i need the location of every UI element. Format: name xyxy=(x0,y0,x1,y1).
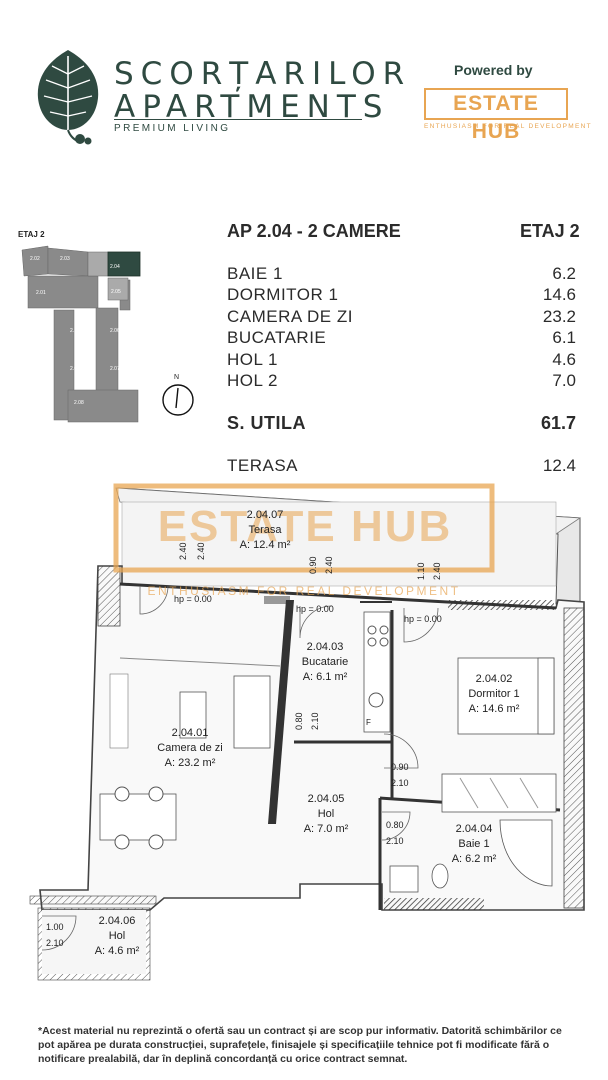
opening-height: 2.40 xyxy=(432,562,442,580)
room-code: 2.04.05 xyxy=(307,793,345,805)
room-code: 2.04.07 xyxy=(246,509,284,521)
room-name: CAMERA DE ZI xyxy=(227,307,353,326)
room-area: A: 23.2 m² xyxy=(164,757,216,769)
compass-icon xyxy=(162,384,194,416)
opening-height: 2.10 xyxy=(310,712,320,730)
floor-plan xyxy=(29,483,585,981)
room-name: Hol xyxy=(317,808,335,820)
room-area: 7.0 xyxy=(552,371,576,390)
room-bucatarie: 2.04.03 Bucatarie A: 6.1 m² xyxy=(294,640,356,685)
opening-width: 0.90 xyxy=(308,556,318,574)
room-code: 2.04.04 xyxy=(455,823,493,835)
compass-label: N xyxy=(174,374,180,381)
keyplan-unit: 2.02 xyxy=(30,256,40,262)
keyplan-map xyxy=(21,245,141,423)
keyplan-unit: 2.10 xyxy=(70,328,80,334)
estate-hub-tagline: ENTHUSIASM FOR REAL DEVELOPMENT xyxy=(424,123,592,130)
terrace-value: 12.4 xyxy=(542,456,576,475)
room-code: 2.04.03 xyxy=(306,641,344,653)
keyplan-unit: 2.03 xyxy=(60,256,70,262)
room-hol-2: 2.04.05 Hol A: 7.0 m² xyxy=(294,792,358,837)
opening-height: 2.10 xyxy=(391,778,409,788)
room-area: A: 6.2 m² xyxy=(451,853,497,865)
room-code: 2.04.02 xyxy=(475,673,513,685)
leaf-icon xyxy=(37,50,99,145)
room-area: A: 4.6 m² xyxy=(94,945,140,957)
room-code: 2.04.06 xyxy=(98,915,136,927)
room-name: BAIE 1 xyxy=(227,264,283,283)
room-area: 6.2 xyxy=(552,264,576,283)
room-code: 2.04.01 xyxy=(171,727,209,739)
room-hol-1: 2.04.06 Hol A: 4.6 m² xyxy=(86,914,148,959)
opening-width: 0.90 xyxy=(391,762,409,772)
plan-watermark: ESTATE HUB xyxy=(157,502,453,551)
room-name: Terasa xyxy=(248,524,282,536)
room-name: BUCATARIE xyxy=(227,328,327,347)
room-area: A: 7.0 m² xyxy=(303,823,349,835)
room-name: Dormitor 1 xyxy=(468,688,520,700)
floor-level: hp = 0.00 xyxy=(296,604,334,614)
room-name: Hol xyxy=(108,930,126,942)
opening-width: 1.00 xyxy=(46,922,64,932)
fridge-label: F xyxy=(366,718,371,727)
room-name: HOL 1 xyxy=(227,350,279,369)
room-area: A: 14.6 m² xyxy=(468,703,520,715)
room-name: HOL 2 xyxy=(227,371,279,390)
floor-level: hp = 0.00 xyxy=(404,614,442,624)
terrace-label: TERASA xyxy=(227,456,299,475)
floor-level: hp = 0.00 xyxy=(174,594,212,604)
apartment-floor: ETAJ 2 xyxy=(520,221,580,241)
brand-name-line2: APARTMENTS xyxy=(114,89,390,125)
opening-height: 2.40 xyxy=(324,556,334,574)
keyplan-unit: 2.07 xyxy=(110,366,120,372)
brand-name-line1: SCORȚARILOR xyxy=(114,56,412,92)
brand-tagline: PREMIUM LIVING xyxy=(114,123,231,134)
room-name: DORMITOR 1 xyxy=(227,285,339,304)
apartment-title: AP 2.04 - 2 CAMERE xyxy=(227,221,401,241)
keyplan-unit-current: 2.04 xyxy=(110,264,120,270)
useful-area-value: 61.7 xyxy=(540,413,576,433)
room-name: Bucatarie xyxy=(301,656,349,668)
keyplan-unit: 2.05 xyxy=(111,289,121,295)
plan-watermark-tagline: ENTHUSIASM FOR REAL DEVELOPMENT xyxy=(147,584,461,598)
opening-width: 2.40 xyxy=(178,542,188,560)
opening-width: 1.10 xyxy=(416,562,426,580)
opening-width: 0.80 xyxy=(294,712,304,730)
room-dormitor: 2.04.02 Dormitor 1 A: 14.6 m² xyxy=(462,672,526,717)
opening-height: 2.10 xyxy=(46,938,64,948)
keyplan-unit: 2.09 xyxy=(70,366,80,372)
disclaimer: *Acest material nu reprezintă o ofertă s… xyxy=(38,1025,562,1065)
room-area: A: 12.4 m² xyxy=(239,539,291,551)
opening-height: 2.40 xyxy=(196,542,206,560)
keyplan-unit: 2.01 xyxy=(36,290,46,296)
keyplan-unit: 2.08 xyxy=(74,400,84,406)
room-area: 23.2 xyxy=(542,307,576,326)
room-area: A: 6.1 m² xyxy=(302,671,348,683)
room-camera-de-zi: 2.04.01 Camera de zi A: 23.2 m² xyxy=(148,726,232,771)
useful-area-label: S. UTILA xyxy=(227,413,306,433)
brand-underline xyxy=(114,119,362,120)
opening-width: 0.80 xyxy=(386,820,404,830)
powered-by-label: Powered by xyxy=(454,62,533,78)
opening-height: 2.10 xyxy=(386,836,404,846)
room-baie: 2.04.04 Baie 1 A: 6.2 m² xyxy=(444,822,504,867)
room-name: Baie 1 xyxy=(458,838,490,850)
room-area: 6.1 xyxy=(552,328,576,347)
room-name: Camera de zi xyxy=(157,742,223,754)
room-area: 4.6 xyxy=(552,350,576,369)
keyplan-title: ETAJ 2 xyxy=(18,230,45,239)
estate-hub-logo: ESTATE HUB xyxy=(424,88,568,143)
room-terasa: 2.04.07 Terasa A: 12.4 m² xyxy=(224,508,306,553)
room-area: 14.6 xyxy=(542,285,576,304)
keyplan-unit: 2.06 xyxy=(110,328,120,334)
